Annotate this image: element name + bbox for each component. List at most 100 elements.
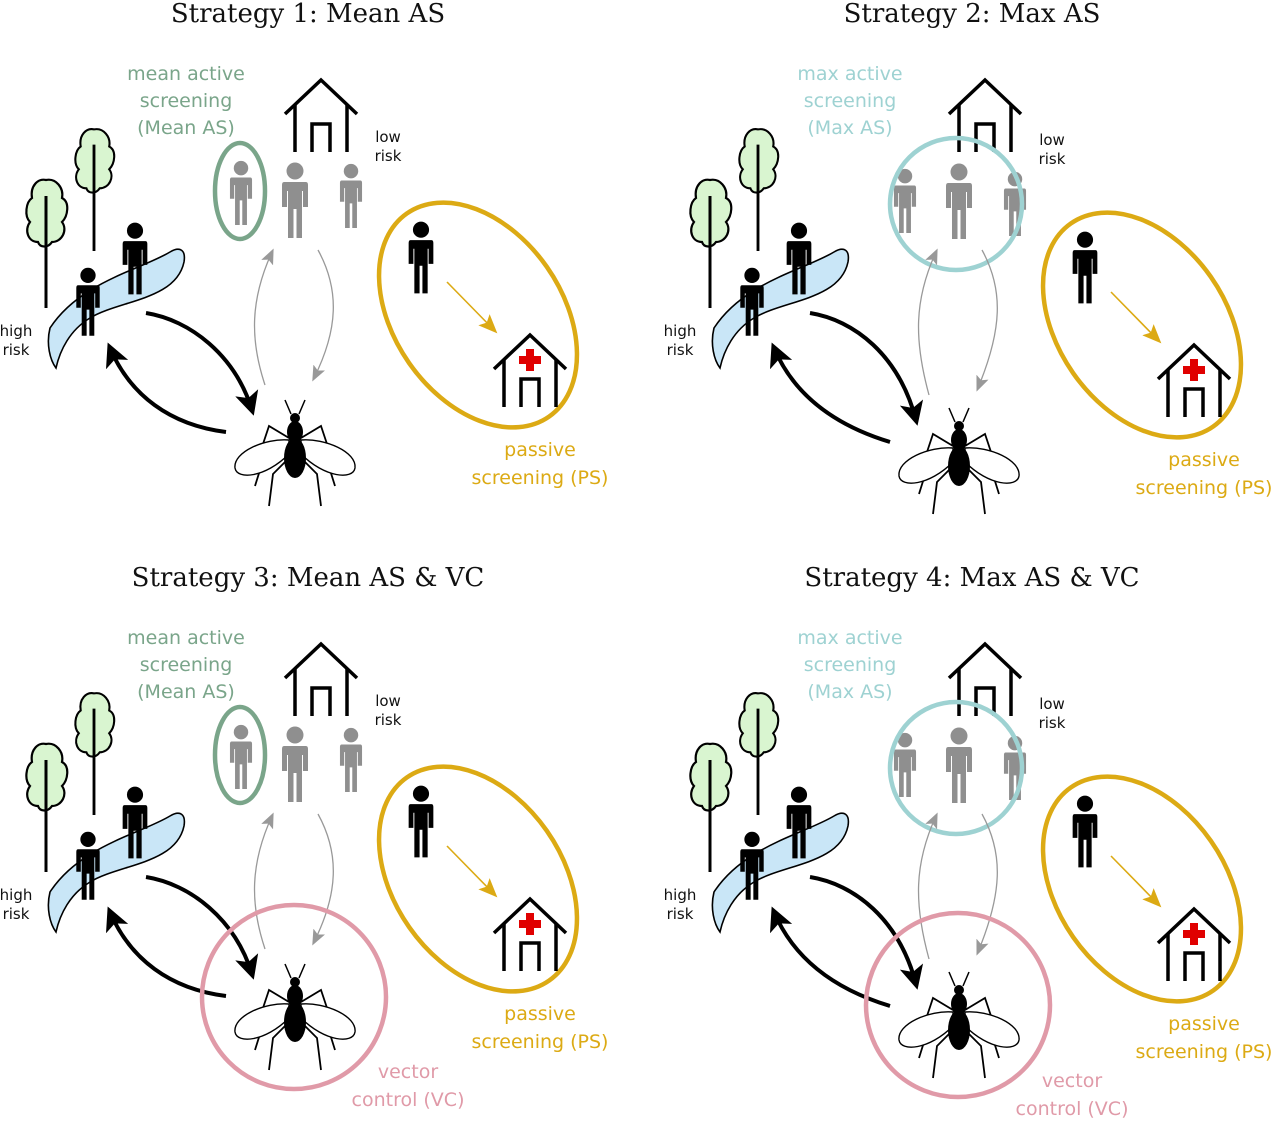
high-risk-label-line-1: high [664, 886, 697, 904]
person-icon [76, 267, 100, 336]
low-risk-label-line-1: low [1039, 131, 1065, 149]
ps-label-line-2: screening (PS) [472, 1031, 609, 1053]
house-icon [283, 77, 359, 152]
person-icon [893, 168, 917, 234]
low-risk-label-line-2: risk [375, 711, 402, 729]
low-risk-label-line-1: low [375, 128, 401, 146]
person-icon [946, 163, 972, 239]
river-icon [711, 812, 850, 934]
black-arrow-to-fly [145, 875, 259, 980]
gray-arrow-up [917, 812, 938, 960]
tree-icon [74, 128, 116, 252]
high-risk-label-line-2: risk [667, 905, 694, 923]
as-label-line-3: (Mean AS) [137, 117, 235, 139]
hospital-icon [1156, 906, 1232, 981]
panel-title: Strategy 4: Max AS & VC [804, 563, 1139, 593]
ps-arrow [1110, 855, 1162, 908]
black-arrow-from-fly [770, 342, 891, 444]
hospital-icon [1156, 342, 1232, 417]
ps-label-line-2: screening (PS) [1136, 477, 1273, 499]
hospital-icon [492, 896, 568, 971]
ps-arrow [446, 845, 498, 898]
passive-screening-ellipse [376, 764, 580, 994]
house-icon [283, 641, 359, 716]
passive-screening-ellipse [1040, 774, 1244, 1004]
person-icon [282, 726, 308, 802]
active-screening-circle [887, 135, 1025, 273]
active-screening-ellipse [212, 704, 268, 806]
ps-arrow [1110, 291, 1162, 344]
low-risk-label-line-2: risk [1039, 150, 1066, 168]
red-cross-icon [1183, 359, 1205, 381]
red-cross-icon [519, 913, 541, 935]
gray-arrow-up [253, 812, 274, 950]
vector-control-circle [199, 902, 389, 1092]
as-label-line-2: screening [140, 654, 233, 676]
as-label-line-1: max active [797, 627, 902, 649]
passive-screening-ellipse [376, 200, 580, 430]
tsetse-fly-icon [234, 399, 356, 507]
tree-icon [74, 692, 116, 816]
as-label-line-1: mean active [127, 627, 245, 649]
person-icon [122, 222, 148, 295]
active-screening-circle [887, 699, 1025, 837]
river-icon [711, 248, 850, 370]
ps-label-line-1: passive [1168, 1013, 1240, 1035]
person-icon [229, 724, 253, 790]
as-label-line-2: screening [804, 654, 897, 676]
as-label-line-1: max active [797, 63, 902, 85]
black-arrow-from-fly [106, 906, 227, 998]
passive-screening-ellipse [1040, 210, 1244, 440]
person-icon [408, 785, 434, 858]
red-cross-icon [519, 349, 541, 371]
ps-label-line-1: passive [504, 439, 576, 461]
tsetse-fly-icon [898, 407, 1020, 515]
tree-icon [689, 178, 733, 308]
as-label-line-3: (Max AS) [807, 117, 892, 139]
gray-arrow-down [312, 249, 334, 382]
gray-arrow-down [976, 249, 998, 392]
tree-icon [25, 178, 69, 308]
person-icon [786, 222, 812, 295]
tsetse-fly-icon [898, 971, 1020, 1079]
person-icon [1072, 795, 1098, 868]
house-icon [947, 77, 1023, 152]
ps-label-line-1: passive [504, 1003, 576, 1025]
as-label-line-1: mean active [127, 63, 245, 85]
high-risk-label-line-1: high [0, 886, 32, 904]
low-risk-label-line-2: risk [1039, 714, 1066, 732]
ps-label-line-2: screening (PS) [472, 467, 609, 489]
tree-icon [738, 128, 780, 252]
high-risk-label-line-2: risk [3, 905, 30, 923]
person-icon [282, 162, 308, 238]
river-icon [47, 248, 186, 370]
ps-label-line-2: screening (PS) [1136, 1041, 1273, 1063]
high-risk-label-line-2: risk [667, 341, 694, 359]
gray-arrow-down [312, 813, 334, 946]
black-arrow-from-fly [770, 906, 891, 1008]
tree-icon [738, 692, 780, 816]
person-icon [1072, 231, 1098, 304]
vector-control-circle [863, 910, 1053, 1100]
person-icon [122, 786, 148, 859]
red-cross-icon [1183, 923, 1205, 945]
gray-arrow-down [976, 813, 998, 956]
gray-arrow-up [253, 248, 274, 386]
ps-arrow [446, 281, 498, 334]
high-risk-label-line-2: risk [3, 341, 30, 359]
person-icon [893, 732, 917, 798]
panel-title: Strategy 3: Mean AS & VC [132, 563, 485, 593]
person-icon [740, 831, 764, 900]
panel-title: Strategy 2: Max AS [844, 0, 1101, 29]
low-risk-label-line-1: low [375, 692, 401, 710]
black-arrow-to-fly [145, 311, 259, 416]
strategy-panel-3: Strategy 3: Mean AS & VC mean active scree… [0, 563, 609, 1111]
low-risk-label-line-2: risk [375, 147, 402, 165]
black-arrow-to-fly [809, 875, 924, 990]
black-arrow-to-fly [809, 311, 924, 426]
person-icon [229, 160, 253, 226]
black-arrow-from-fly [106, 342, 227, 434]
